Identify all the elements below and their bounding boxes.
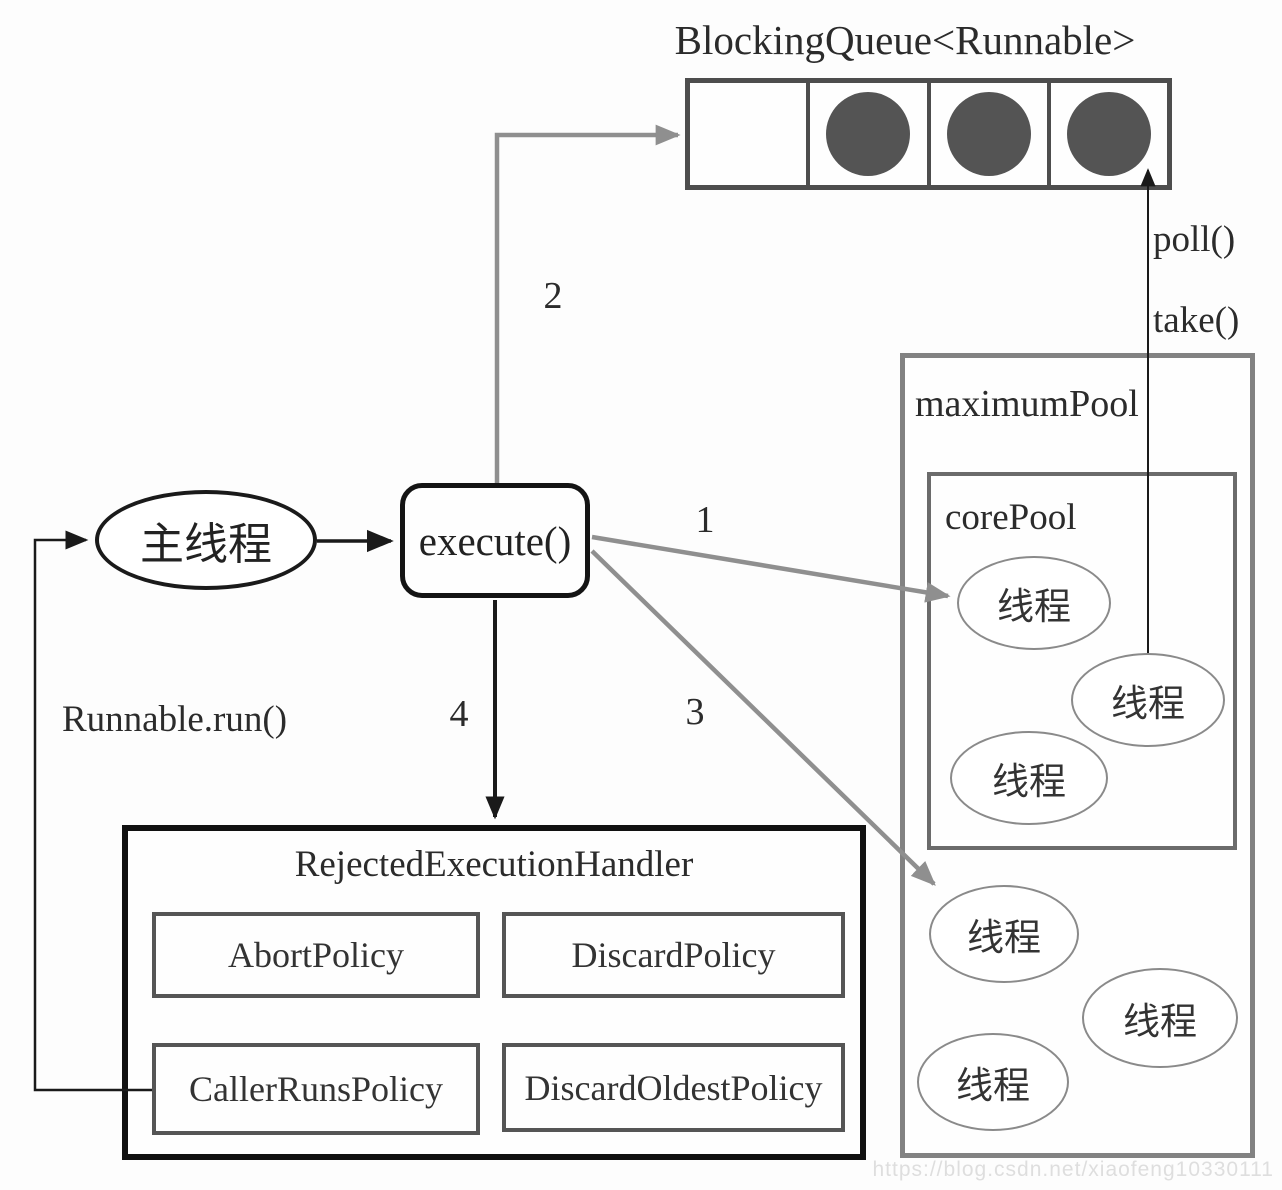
thread-label: 线程 [967,918,1041,959]
step-1-label: 1 [695,499,715,541]
execute-label: execute() [418,517,572,564]
discard-oldest-policy-box: DiscardOldestPolicy [502,1043,845,1132]
caller-runs-policy-label: CallerRunsPolicy [189,1069,443,1109]
task-circle [826,92,911,176]
thread-label: 线程 [956,1066,1030,1107]
task-circle [1066,92,1151,176]
step-4-label: 4 [449,693,469,735]
core-thread-ellipse: 线程 [1071,653,1225,747]
task-circle [946,92,1031,176]
thread-label: 线程 [992,762,1066,803]
queue-cell [810,83,931,185]
queue-cell [1050,83,1167,185]
watermark: https://blog.csdn.net/xiaofeng10330111 [872,1158,1274,1181]
blocking-queue [685,78,1172,190]
queue-cell-empty [690,83,811,185]
main-thread-ellipse: 主线程 [95,490,317,590]
arrow-execute-to-queue [494,124,681,483]
thread-label: 线程 [1123,1002,1197,1043]
max-thread-ellipse: 线程 [917,1033,1069,1131]
step-2-label: 2 [543,275,563,317]
max-thread-ellipse: 线程 [1082,968,1238,1068]
thread-label: 线程 [1111,684,1185,725]
abort-policy-box: AbortPolicy [152,912,480,998]
rejected-execution-handler-title: RejectedExecutionHandler [294,844,694,885]
caller-runs-policy-box: CallerRunsPolicy [152,1043,480,1135]
discard-oldest-policy-label: DiscardOldestPolicy [524,1067,823,1108]
maximum-pool-label: maximumPool [915,383,1139,425]
take-label: take() [1153,300,1240,341]
core-thread-ellipse: 线程 [950,731,1108,825]
main-thread-label: 主线程 [140,520,272,569]
discard-policy-label: DiscardPolicy [571,935,776,975]
core-pool-label: corePool [945,497,1077,538]
arrow-execute-to-corepool [591,534,951,603]
abort-policy-label: AbortPolicy [228,935,404,975]
thread-label: 线程 [997,587,1071,628]
core-thread-ellipse: 线程 [957,556,1111,650]
poll-label: poll() [1153,219,1236,260]
execute-box: execute() [400,483,590,598]
discard-policy-box: DiscardPolicy [502,912,845,998]
max-thread-ellipse: 线程 [929,885,1079,983]
step-3-label: 3 [685,691,705,733]
blocking-queue-title: BlockingQueue<Runnable> [674,17,1136,63]
runnable-run-label: Runnable.run() [62,699,288,740]
queue-cell [930,83,1051,185]
